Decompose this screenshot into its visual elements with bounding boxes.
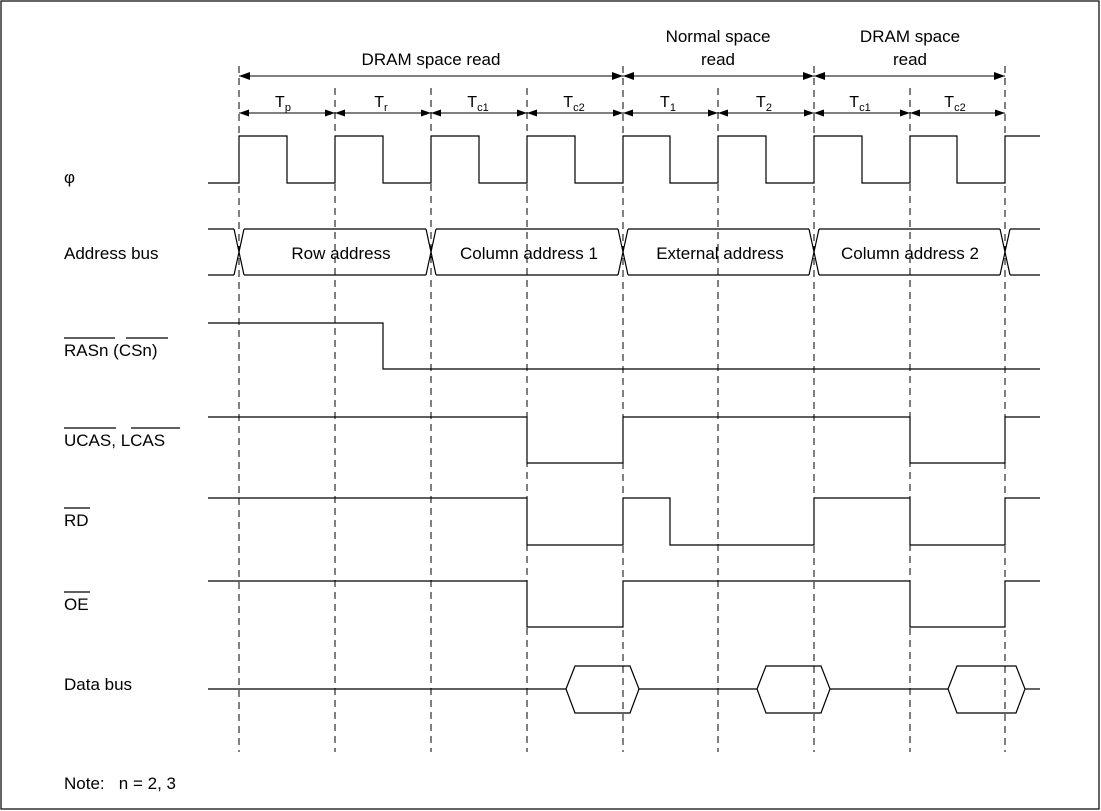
note-text: Note: n = 2, 3 (64, 774, 176, 793)
period-label-t1: T1 (660, 94, 676, 114)
header-dram-read2-line2: read (893, 50, 927, 69)
period-arrows (239, 109, 1005, 117)
clock-waveform (208, 135, 1040, 184)
cas-label-b: LCAS (121, 431, 165, 450)
period-label-tp: Tp (275, 94, 291, 114)
svg-text:RASn (CSn): RASn (CSn) (64, 341, 158, 360)
header-normal-read-line1: Normal space (666, 27, 771, 46)
clock-label: φ (64, 168, 75, 187)
rd-label: RD (64, 507, 90, 530)
address-segment-column-2: Column address 2 (841, 244, 979, 263)
address-bus-waveform (208, 228, 1040, 276)
header-dram-read2-line1: DRAM space (860, 27, 960, 46)
ras-label-a: RASn (64, 341, 108, 360)
ras-label: RASn (CSn) (64, 337, 168, 360)
svg-text:UCAS, LCAS: UCAS, LCAS (64, 431, 165, 450)
oe-waveform (208, 580, 1040, 628)
rd-label-text: RD (64, 511, 89, 530)
address-segment-row: Row address (291, 244, 390, 263)
rd-waveform (208, 497, 1040, 546)
header-arrows (239, 72, 1005, 80)
ras-label-b: CSn (119, 341, 152, 360)
data-bus-waveform (208, 665, 1040, 714)
period-label-tc2-2: Tc2 (944, 94, 965, 114)
oe-label: OE (64, 591, 90, 614)
period-label-tc2: Tc2 (563, 94, 584, 114)
period-label-tc1: Tc1 (467, 94, 488, 114)
data-bus-label: Data bus (64, 675, 132, 694)
period-label-t2: T2 (756, 94, 772, 114)
address-segment-external: External address (656, 244, 784, 263)
ras-waveform (208, 322, 1040, 370)
period-labels: Tp Tr Tc1 Tc2 T1 T2 Tc1 Tc2 (275, 94, 966, 114)
period-label-tc1-2: Tc1 (849, 94, 870, 114)
cycle-boundaries (238, 66, 1006, 752)
oe-label-text: OE (64, 595, 89, 614)
cas-label: UCAS, LCAS (64, 427, 180, 450)
cas-waveform (208, 416, 1040, 464)
period-label-tr: Tr (374, 94, 388, 114)
address-bus-label: Address bus (64, 244, 159, 263)
cas-label-a: UCAS (64, 431, 111, 450)
header-dram-read: DRAM space read (362, 50, 501, 69)
address-segment-column-1: Column address 1 (460, 244, 598, 263)
header-normal-read-line2: read (701, 50, 735, 69)
